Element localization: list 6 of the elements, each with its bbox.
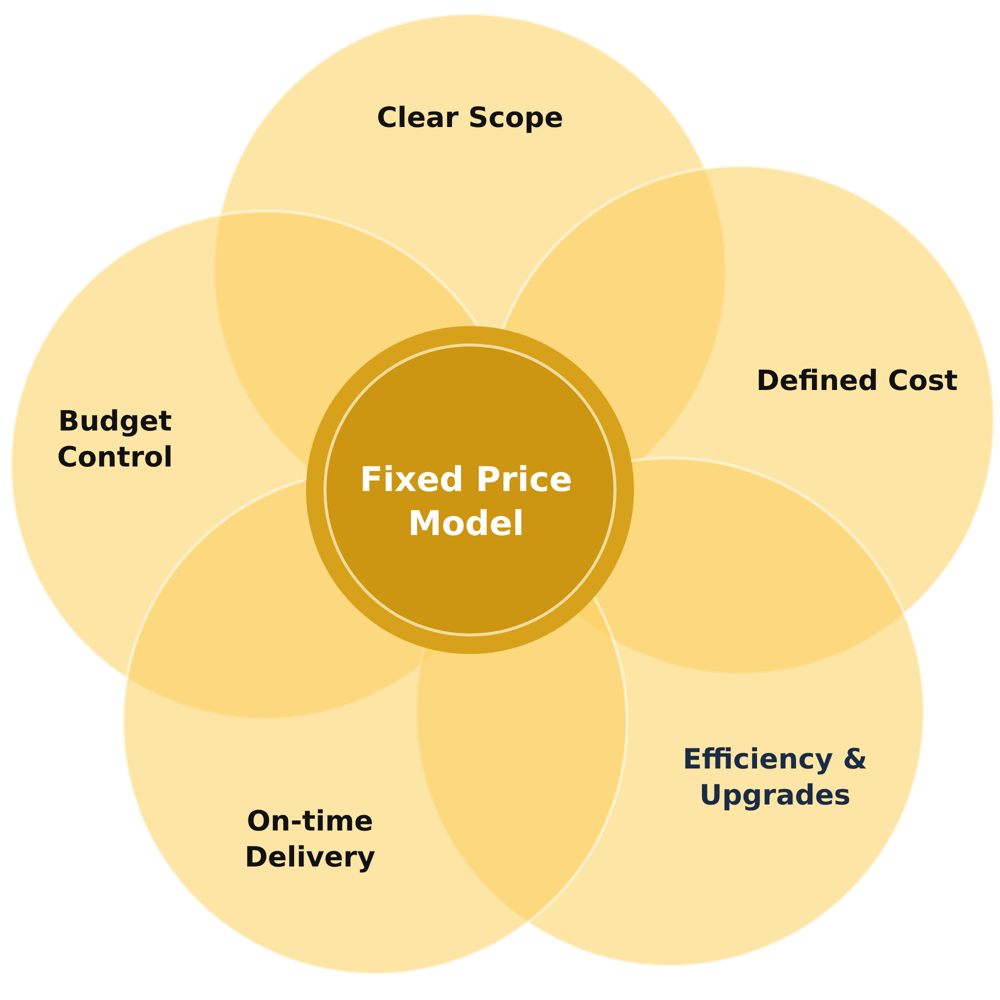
petal-label: Clear Scope [376,100,564,136]
petal-label: On-time Delivery [244,804,376,876]
petal-label: Budget Control [56,404,174,476]
petal-label: Efficiency & Upgrades [682,742,868,814]
center-label: Fixed Price Model [358,458,574,546]
petal-label: Defined Cost [755,362,959,399]
